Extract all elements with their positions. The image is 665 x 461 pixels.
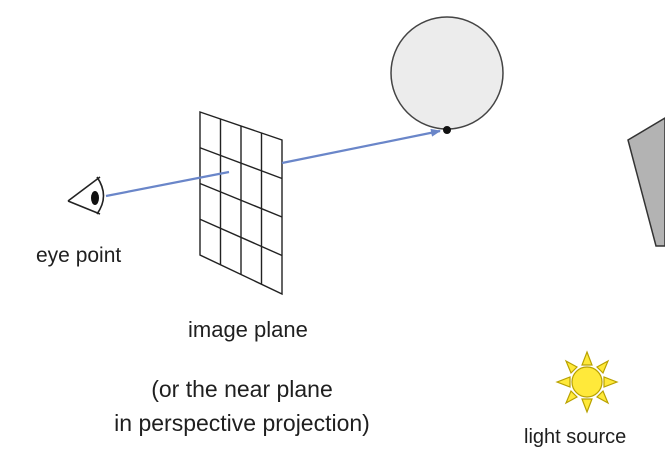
scene-object xyxy=(627,117,665,247)
near-plane-note-line2: in perspective projection) xyxy=(114,410,370,436)
light-source-label: light source xyxy=(524,426,627,448)
eye-icon xyxy=(67,176,105,215)
near-plane-note-line1: (or the near plane xyxy=(151,376,333,402)
sun-icon xyxy=(555,350,619,414)
primary-ray-segment xyxy=(105,170,230,198)
image-plane-label: image plane xyxy=(188,317,308,342)
near-plane-note: (or the near plane in perspective projec… xyxy=(60,372,424,440)
eye-point-label: eye point xyxy=(36,244,122,267)
image-plane-grid xyxy=(199,111,283,296)
sphere xyxy=(390,16,504,130)
hit-point xyxy=(443,126,451,134)
primary-ray xyxy=(281,128,441,165)
